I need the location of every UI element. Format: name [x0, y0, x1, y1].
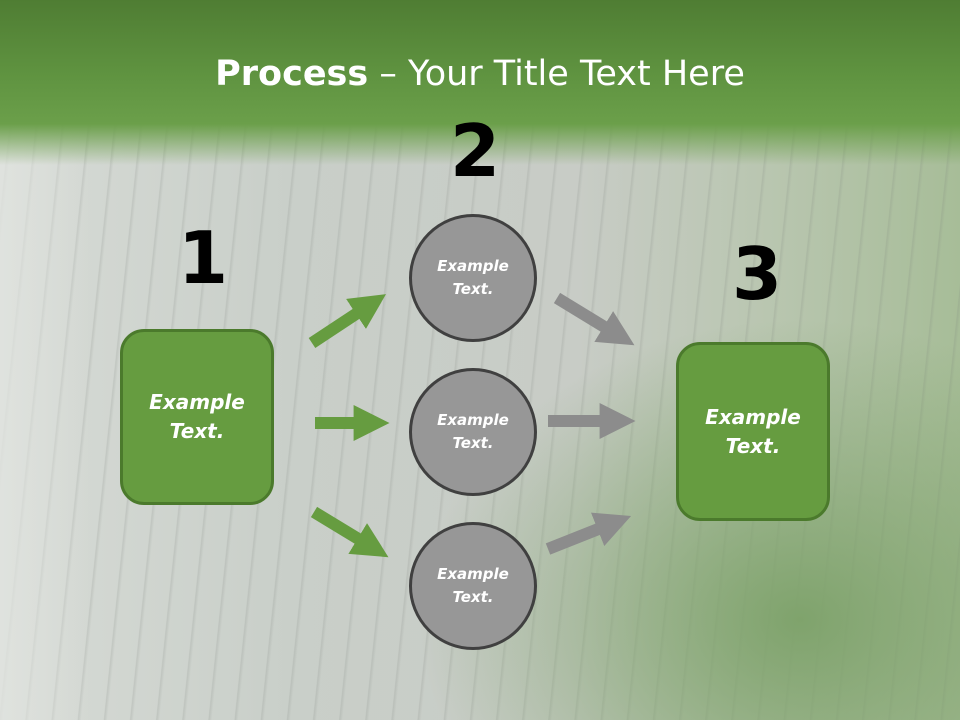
step-2-circle-2: Example Text.	[409, 368, 537, 496]
arrow-up-right	[308, 294, 387, 349]
arrow-down-right-gray	[553, 292, 635, 346]
step-3-label: Example Text.	[705, 404, 801, 458]
title-bold: Process	[215, 54, 369, 94]
step-number-1: 1	[178, 216, 229, 300]
circle-1-label: Example Text.	[437, 257, 509, 298]
step-1-box: Example Text.	[120, 329, 274, 505]
step-1-label: Example Text.	[149, 390, 245, 443]
step-number-2: 2	[450, 109, 501, 193]
circle-3-label: Example Text.	[437, 565, 509, 606]
step-number-3: 3	[732, 232, 783, 316]
arrow-down-right	[310, 506, 389, 558]
circle-2-label: Example Text.	[437, 411, 509, 452]
arrow-up-right-gray	[545, 512, 632, 555]
step-3-box: Example Text.	[676, 342, 830, 521]
step-2-circle-3: Example Text.	[409, 522, 537, 650]
title-rest: – Your Title Text Here	[368, 54, 745, 94]
slide-title: Process – Your Title Text Here	[0, 54, 960, 94]
title-banner	[0, 0, 960, 165]
step-2-circle-1: Example Text.	[409, 214, 537, 342]
